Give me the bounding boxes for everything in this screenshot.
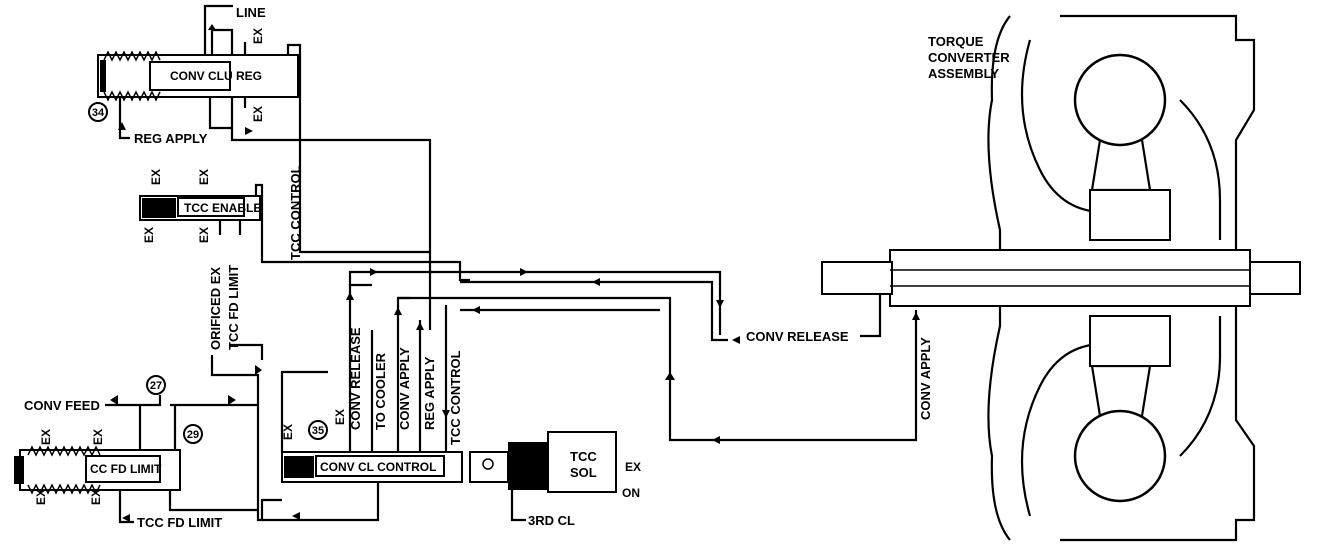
third-cl-label: 3RD CL bbox=[528, 513, 575, 528]
tcc-enable-valve: TCC ENABLE bbox=[139, 195, 261, 221]
reg-apply-vertical-label: REG APPLY bbox=[422, 356, 437, 430]
line-label: LINE bbox=[236, 5, 266, 20]
tcc-solenoid: TCC SOL bbox=[469, 431, 617, 493]
conv-clu-reg-label: CONV CLU REG bbox=[170, 69, 262, 83]
ex-label-enable-2: EX bbox=[197, 169, 211, 185]
on-label: ON bbox=[622, 486, 640, 500]
ex-label-cc-4: EX bbox=[89, 489, 103, 505]
torque-label-3: ASSEMBLY bbox=[928, 66, 999, 81]
check-ball-27-label: 27 bbox=[150, 380, 162, 392]
ex-label-cc-1: EX bbox=[39, 429, 53, 445]
ex-label-cc-3: EX bbox=[34, 489, 48, 505]
ex-label-enable-1: EX bbox=[149, 169, 163, 185]
ex-label-enable-4: EX bbox=[197, 227, 211, 243]
torque-label-2: CONVERTER bbox=[928, 50, 1010, 65]
conv-release-vertical-label: CONV RELEASE bbox=[348, 327, 363, 430]
conv-clu-reg-valve: CONV CLU REG bbox=[97, 50, 299, 102]
ex-label-cl-1: EX bbox=[281, 424, 295, 440]
check-ball-34-label: 34 bbox=[92, 107, 105, 119]
conv-apply-right-label: CONV APPLY bbox=[918, 337, 933, 420]
tcc-control-vertical-label-2: TCC CONTROL bbox=[448, 350, 463, 445]
torque-label-1: TORQUE bbox=[928, 34, 984, 49]
flow-arrows bbox=[110, 24, 920, 522]
check-ball-29-label: 29 bbox=[187, 429, 199, 441]
tcc-sol-label-1: TCC bbox=[570, 449, 597, 464]
cc-fd-limit-label: CC FD LIMIT bbox=[90, 462, 162, 476]
conv-cl-control-valve: CONV CL CONTROL bbox=[281, 451, 463, 483]
cc-fd-limit-valve: CC FD LIMIT bbox=[14, 445, 181, 495]
ex-label-enable-3: EX bbox=[142, 227, 156, 243]
tcc-fd-limit-bottom-label: TCC FD LIMIT bbox=[137, 515, 222, 530]
tcc-fd-limit-vertical-label: TCC FD LIMIT bbox=[226, 265, 241, 350]
check-ball-27: 27 bbox=[146, 375, 166, 395]
conv-apply-vertical-label: CONV APPLY bbox=[397, 347, 412, 430]
check-ball-35-label: 35 bbox=[312, 425, 324, 437]
to-cooler-label: TO COOLER bbox=[373, 352, 388, 430]
ex-label-cc-2: EX bbox=[91, 429, 105, 445]
check-ball-29: 29 bbox=[183, 424, 203, 444]
torque-converter-assembly bbox=[821, 14, 1301, 542]
tcc-enable-label: TCC ENABLE bbox=[184, 201, 261, 215]
ex-label-cl-2: EX bbox=[333, 409, 347, 425]
tcc-control-vertical-label: TCC CONTROL bbox=[288, 165, 303, 260]
conv-release-horizontal-label: CONV RELEASE bbox=[746, 329, 849, 344]
check-ball-35: 35 bbox=[308, 420, 328, 440]
reg-apply-top-label: REG APPLY bbox=[134, 131, 208, 146]
conv-feed-label: CONV FEED bbox=[24, 398, 100, 413]
orificed-ex-label: ORIFICED EX bbox=[208, 267, 223, 350]
conv-cl-control-label: CONV CL CONTROL bbox=[320, 460, 436, 474]
check-ball-34: 34 bbox=[88, 102, 108, 122]
tcc-sol-label-2: SOL bbox=[570, 465, 597, 480]
ex-label-top-2: EX bbox=[251, 106, 265, 122]
ex-label-top-1: EX bbox=[251, 28, 265, 44]
ex-label-sol: EX bbox=[625, 460, 641, 474]
